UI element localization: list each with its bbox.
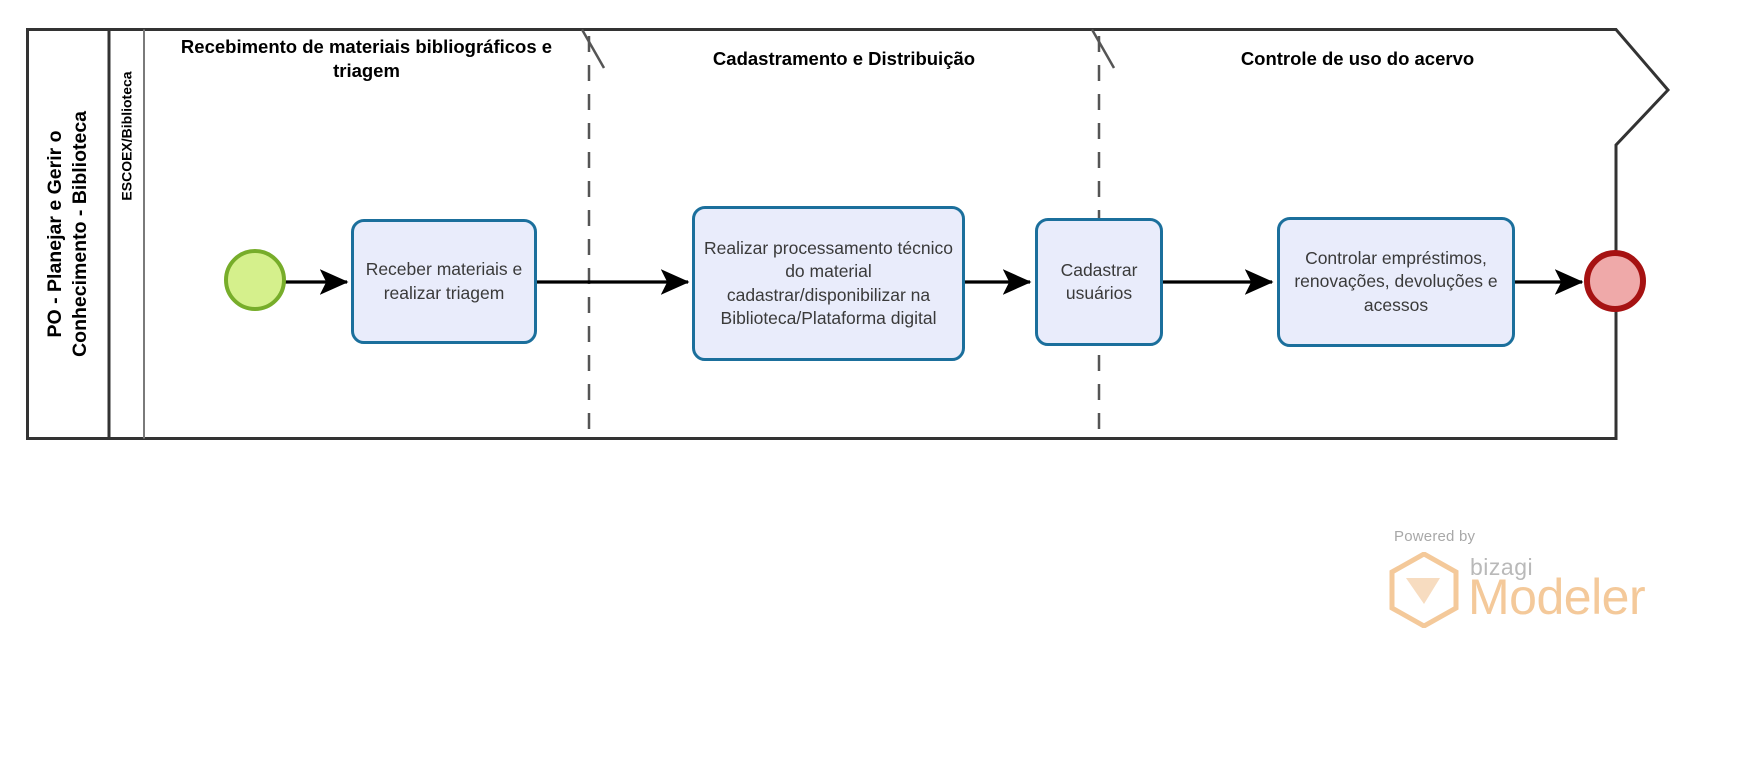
pool-outline: [26, 28, 1671, 440]
bizagi-branding: Powered by bizagi Modeler: [1388, 528, 1688, 638]
phase-header-label: Recebimento de materiais bibliográficos …: [180, 35, 553, 81]
task-controlar-emprestimos[interactable]: Controlar empréstimos, renovações, devol…: [1277, 217, 1515, 347]
phase-header-controle[interactable]: Controle de uso do acervo: [1099, 28, 1616, 90]
pool-title: PO - Planejar e Gerir o Conhecimento - B…: [26, 28, 109, 440]
lane-escoex-biblioteca[interactable]: ESCOEX/Biblioteca: [110, 28, 144, 440]
task-label: Receber materiais e realizar triagem: [365, 259, 523, 303]
powered-by-label: Powered by: [1394, 528, 1476, 545]
modeler-wordmark: Modeler: [1468, 569, 1646, 625]
pool-title-text: PO - Planejar e Gerir o Conhecimento - B…: [43, 111, 93, 357]
task-label: Cadastrar usuários: [1060, 259, 1138, 303]
phase-header-label: Controle de uso do acervo: [1240, 47, 1475, 69]
task-label: Realizar processamento técnico do materi…: [703, 238, 953, 328]
phase-header-label: Cadastramento e Distribuição: [712, 47, 976, 69]
start-event[interactable]: [224, 249, 286, 311]
bizagi-hexagon-logo-icon: [1389, 552, 1459, 628]
lane-label: ESCOEX/Biblioteca: [119, 71, 135, 201]
pool-title-line-1: PO - Planejar e Gerir o: [43, 130, 66, 338]
end-event[interactable]: [1584, 250, 1646, 312]
task-receber-materiais[interactable]: Receber materiais e realizar triagem: [351, 219, 537, 344]
phase-header-cadastramento[interactable]: Cadastramento e Distribuição: [589, 28, 1099, 90]
pool-planejar-gerir-conhecimento[interactable]: PO - Planejar e Gerir o Conhecimento - B…: [26, 28, 1694, 440]
task-cadastrar-usuarios[interactable]: Cadastrar usuários: [1035, 218, 1163, 346]
phase-header-recebimento[interactable]: Recebimento de materiais bibliográficos …: [144, 28, 589, 90]
task-processamento-tecnico[interactable]: Realizar processamento técnico do materi…: [692, 206, 965, 361]
bizagi-wordmark: bizagi: [1470, 554, 1534, 580]
pool-title-line-2: Conhecimento - Biblioteca: [68, 111, 91, 357]
task-label: Controlar empréstimos, renovações, devol…: [1294, 248, 1498, 315]
